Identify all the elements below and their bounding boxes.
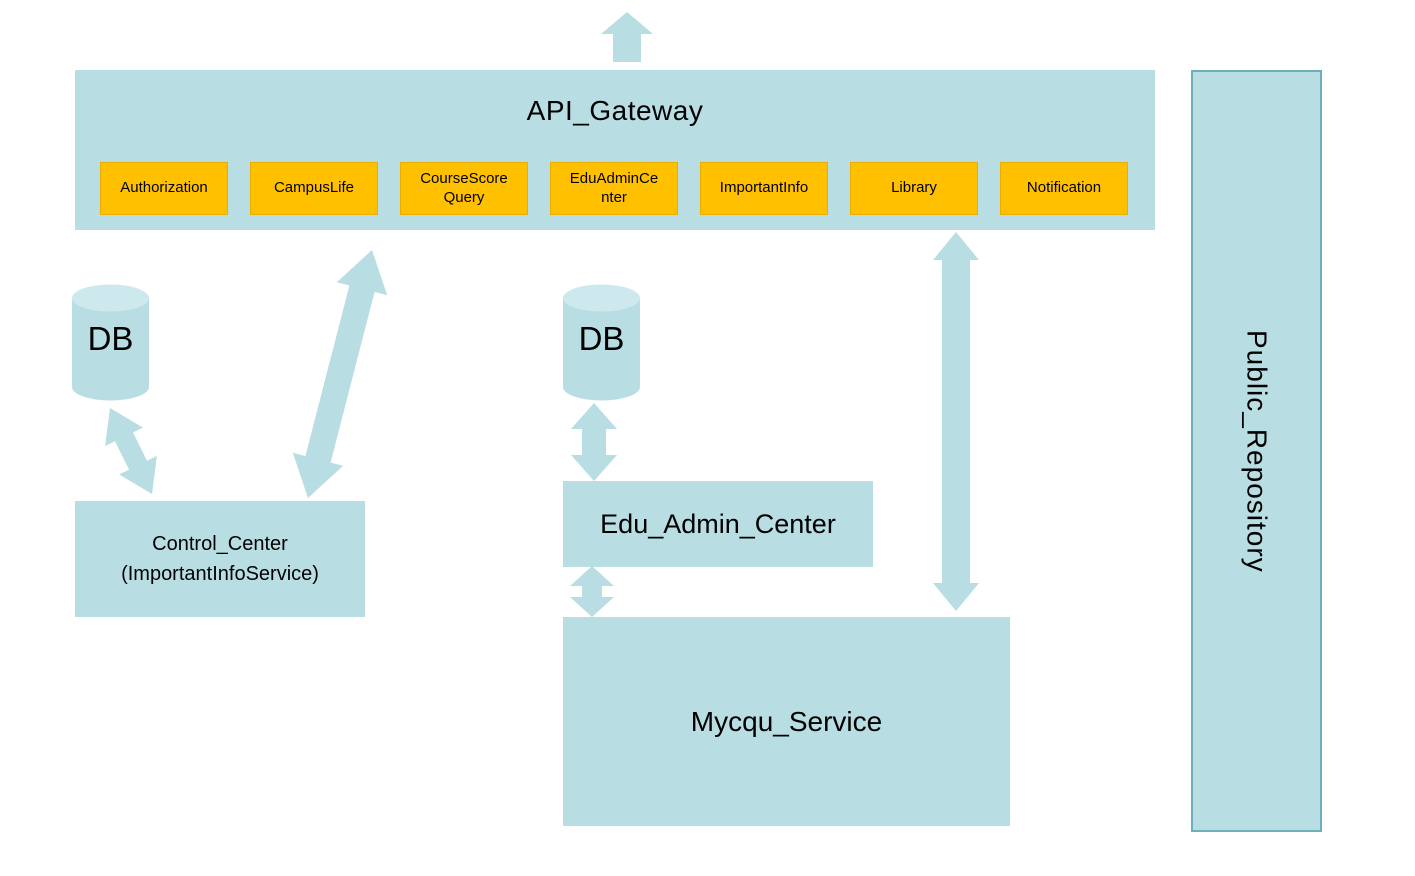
eduadmin-mycqu-double-arrow-icon [570,566,614,617]
public-repository-box: Public_Repository [1191,70,1322,832]
gateway-up-arrow-icon [601,12,653,62]
gateway-service-row: Authorization CampusLife CourseScore Que… [100,162,1128,215]
cylinder-shape-icon [563,284,640,401]
database-cylinder-left: DB [72,284,149,402]
edu-admin-center-box: Edu_Admin_Center [563,481,873,567]
control-center-box: Control_Center (ImportantInfoService) [75,501,365,617]
service-tag-notification: Notification [1000,162,1128,215]
mycqu-service-box: Mycqu_Service [563,617,1010,826]
cylinder-shape-icon [72,284,149,401]
edu-admin-center-label: Edu_Admin_Center [600,508,836,539]
api-gateway-title: API_Gateway [526,95,704,126]
public-repository-label: Public_Repository [1241,329,1273,573]
service-tag-importantinfo: ImportantInfo [700,162,828,215]
service-tag-library: Library [850,162,978,215]
db-left-label: DB [87,320,134,357]
database-cylinder-center: DB [563,284,640,402]
gateway-controlcenter-double-arrow-icon [292,250,388,498]
service-tag-coursescorequery: CourseScore Query [400,162,528,215]
service-tag-authorization: Authorization [100,162,228,215]
mycqu-service-label: Mycqu_Service [690,705,883,737]
service-tag-campuslife: CampusLife [250,162,378,215]
dbcenter-eduadmin-double-arrow-icon [571,403,617,481]
control-center-label: Control_Center (ImportantInfoService) [121,533,319,585]
api-gateway-box: API_Gateway Authorization CampusLife Cou… [75,70,1155,230]
db-center-label: DB [578,320,625,357]
dbleft-controlcenter-double-arrow-icon [105,408,157,494]
gateway-mycqu-double-arrow-icon [933,232,979,611]
service-tag-eduadmincenter: EduAdminCe nter [550,162,678,215]
